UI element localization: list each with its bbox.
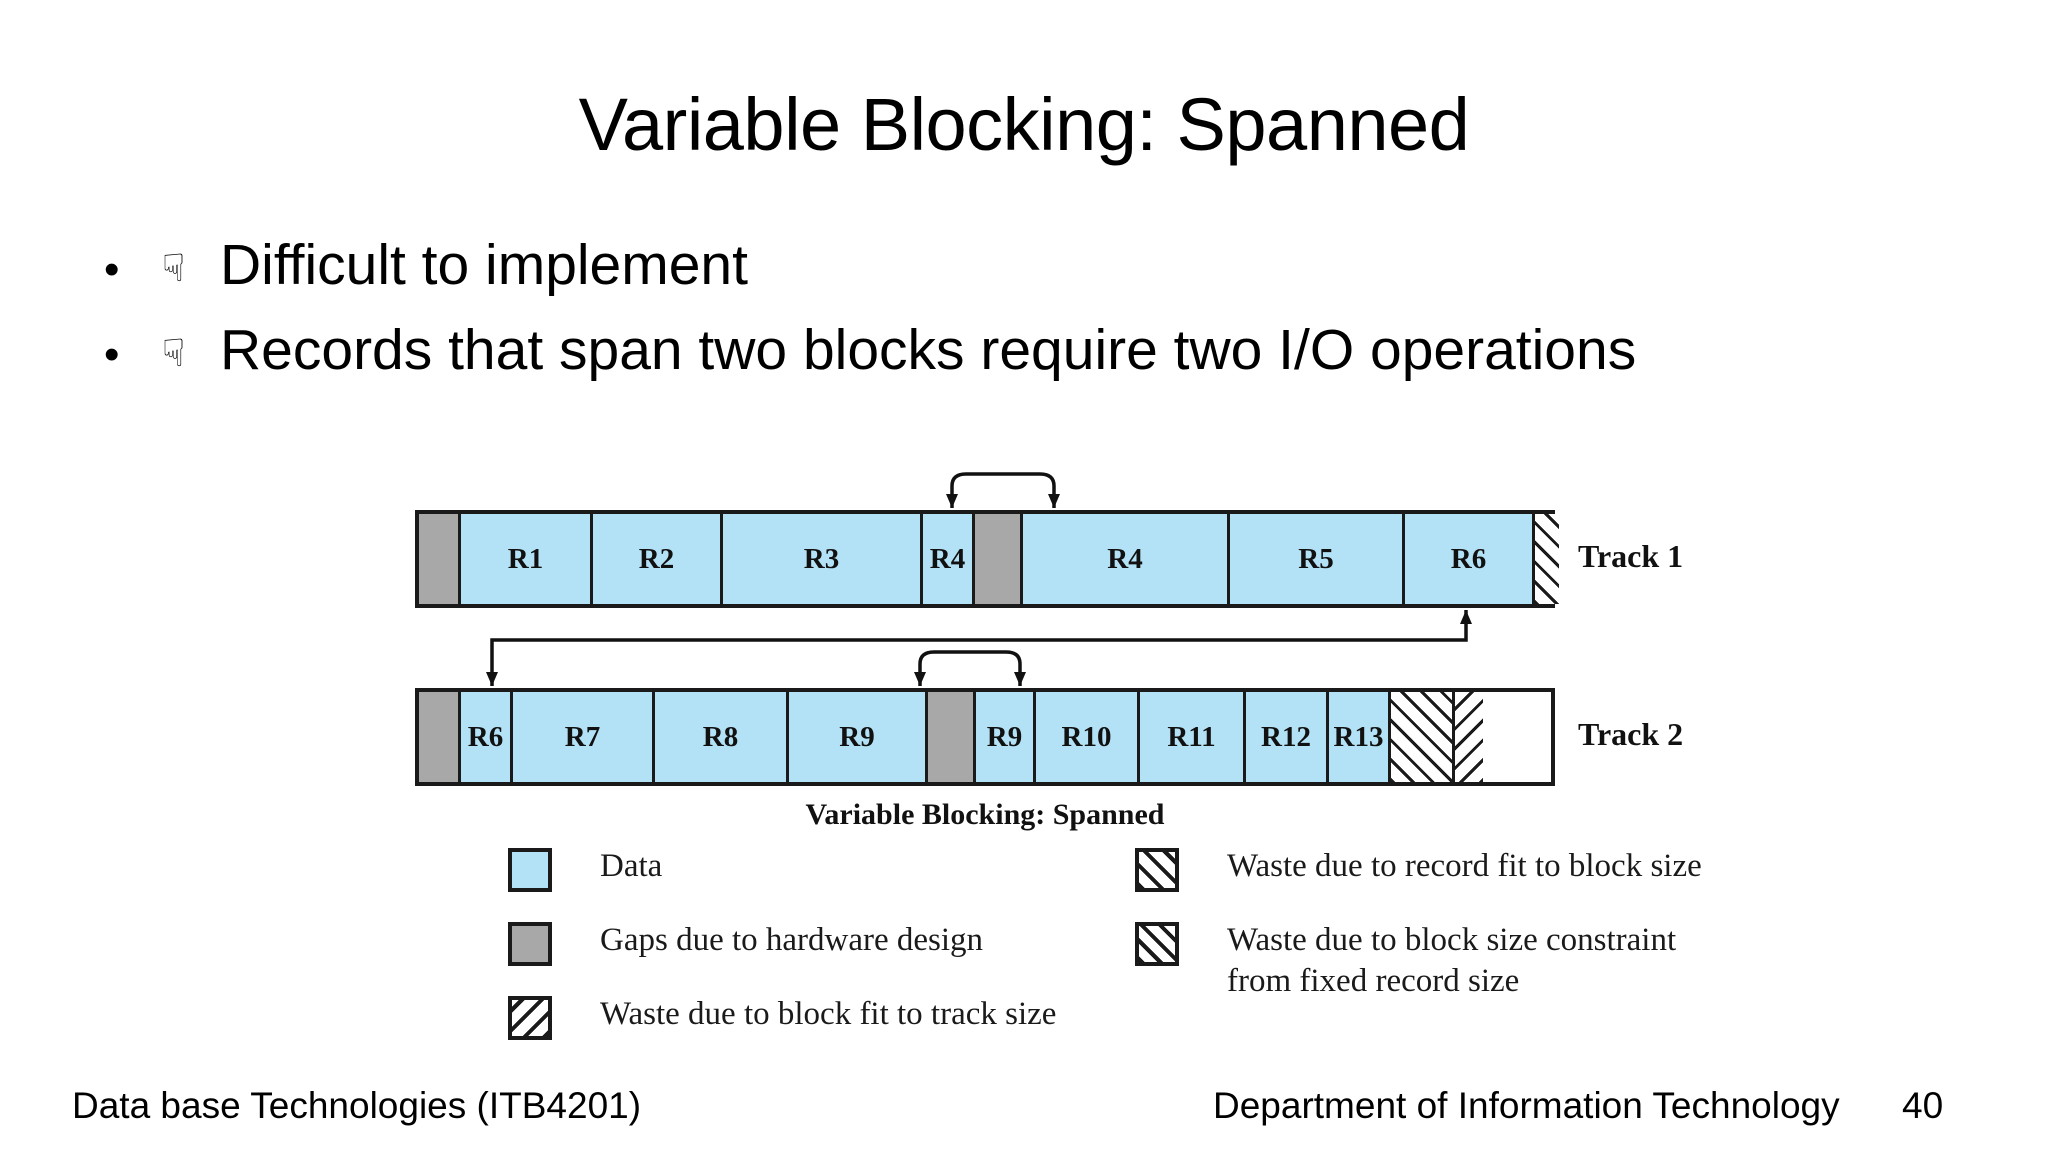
track-2-gap-block [419, 692, 461, 782]
track-2-waste-block [1391, 692, 1455, 782]
legend-label-gaps: Gaps due to hardware design [600, 922, 984, 958]
track-2-gap-block [928, 692, 976, 782]
track-2-waste-block [1455, 692, 1483, 782]
legend-swatch-gap-icon [508, 922, 552, 966]
legend-item-gaps: Gaps due to hardware design [508, 920, 1148, 966]
bullet-marker-icon: • [104, 329, 120, 379]
r6-track1-to-track2-arrow [486, 610, 1472, 686]
legend-swatch-hatch-fwd-icon [1135, 848, 1179, 892]
track-2-record-r9: R9 [789, 692, 928, 782]
bullet-item-1: • ☟ Records that span two blocks require… [104, 317, 2004, 382]
track-2-record-r9: R9 [976, 692, 1036, 782]
legend-label-data: Data [600, 848, 663, 884]
legend-label-block-size-constraint: Waste due to block size constraint from … [1227, 922, 1677, 1000]
legend-swatch-hatch-rev-icon [508, 996, 552, 1040]
legend-right-column: Waste due to record fit to block size Wa… [1135, 846, 1835, 1033]
page-title: Variable Blocking: Spanned [578, 83, 1470, 166]
track-2-record-r8: R8 [655, 692, 789, 782]
bullet-list: • ☟ Difficult to implement • ☟ Records t… [104, 234, 2004, 403]
legend-swatch-crosshatch-icon [1135, 922, 1179, 966]
track-1-record-r5: R5 [1230, 514, 1405, 604]
track-1-record-r4: R4 [1023, 514, 1230, 604]
legend-item-record-block-waste: Waste due to record fit to block size [1135, 846, 1835, 892]
bullet-item-0: • ☟ Difficult to implement [104, 234, 2004, 297]
footer-department: Department of Information Technology [1213, 1085, 1840, 1126]
legend-item-data: Data [508, 846, 1148, 892]
figure-caption: Variable Blocking: Spanned [805, 798, 1165, 831]
bullet-text-0: Difficult to implement [220, 233, 748, 297]
track-2-record-r7: R7 [513, 692, 655, 782]
track-1-waste-block [1535, 514, 1559, 604]
track-1-record-r1: R1 [461, 514, 593, 604]
legend-swatch-data-icon [508, 848, 552, 892]
footer-page-number: 40 [1902, 1085, 1944, 1126]
track-1-record-r2: R2 [593, 514, 723, 604]
legend-left-column: Data Gaps due to hardware design Waste d… [508, 846, 1148, 1068]
bullet-marker-icon: • [104, 245, 120, 294]
track-1-gap-block [419, 514, 461, 604]
track-2-record-r11: R11 [1140, 692, 1246, 782]
footer-course: Data base Technologies (ITB4201) [72, 1085, 642, 1126]
track-1-record-r4: R4 [923, 514, 975, 604]
track-1-label: Track 1 [1578, 538, 1684, 574]
track-1-record-r6: R6 [1405, 514, 1535, 604]
bullet-text-1: Records that span two blocks require two… [220, 317, 1637, 382]
hand-pointing-down-icon: ☟ [162, 248, 186, 290]
legend-label-block-track-waste: Waste due to block fit to track size [600, 996, 1057, 1032]
hand-pointing-down-icon: ☟ [162, 332, 186, 375]
track-2-record-r13: R13 [1329, 692, 1391, 782]
track-1-record-r3: R3 [723, 514, 923, 604]
arch-r4-span-arrow [946, 472, 1060, 508]
track-2-record-r12: R12 [1246, 692, 1329, 782]
legend-item-block-track-waste: Waste due to block fit to track size [508, 994, 1148, 1040]
track-2-record-r6: R6 [461, 692, 513, 782]
track-2-label: Track 2 [1578, 716, 1684, 752]
legend-label-record-block-waste: Waste due to record fit to block size [1227, 848, 1702, 884]
track-1-gap-block [975, 514, 1023, 604]
legend-item-block-size-constraint: Waste due to block size constraint from … [1135, 920, 1835, 1003]
track-2-record-r10: R10 [1036, 692, 1140, 782]
arch-r9-span-arrow [914, 650, 1026, 686]
